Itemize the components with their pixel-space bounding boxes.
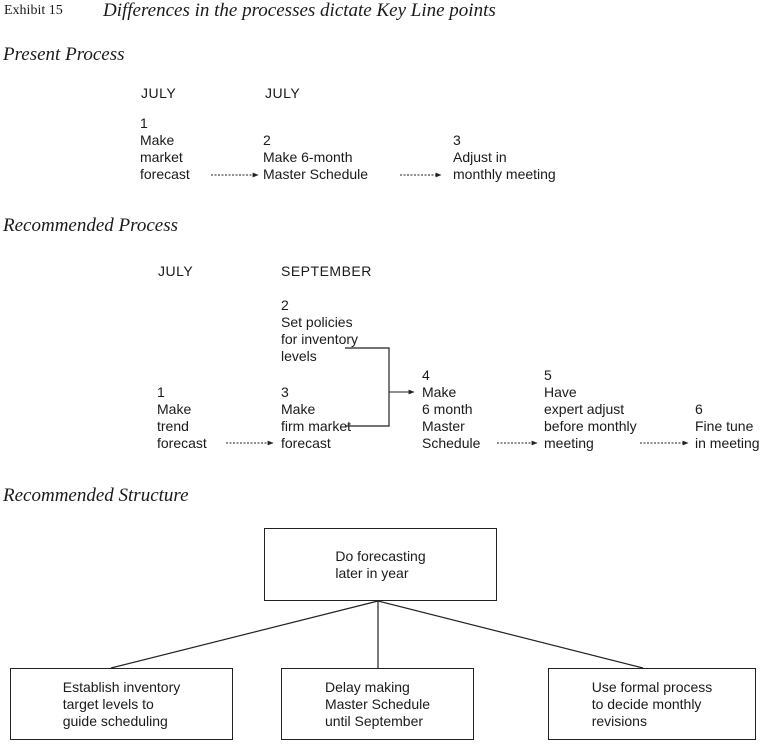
structure-child-box-1-text: Establish inventory target levels to gui…	[62, 678, 181, 729]
recommended-structure-heading: Recommended Structure	[3, 485, 189, 506]
step-number: 4	[422, 367, 430, 383]
recommended-bracket	[345, 347, 390, 427]
tree-line-right	[377, 600, 644, 669]
present-step-2: 2 Make 6-month Master Schedule	[263, 132, 368, 183]
recommended-step-3: 3 Make firm market forecast	[281, 384, 351, 452]
step-text: Make firm market forecast	[281, 401, 351, 451]
step-text: Make market forecast	[140, 132, 190, 182]
step-text: Make 6-month Master Schedule	[263, 149, 369, 182]
exhibit-label: Exhibit 15	[4, 3, 63, 18]
recommended-month-1: JULY	[158, 263, 194, 279]
recommended-month-2: SEPTEMBER	[281, 263, 372, 279]
step-text: Make trend forecast	[157, 401, 207, 451]
tree-line-left	[110, 600, 379, 669]
structure-child-box-3: Use formal process to decide monthly rev…	[548, 668, 756, 740]
step-number: 1	[157, 384, 165, 400]
step-number: 2	[281, 297, 289, 313]
recommended-process-heading: Recommended Process	[3, 215, 178, 236]
step-number: 1	[140, 115, 148, 131]
present-step-3: 3 Adjust in monthly meeting	[453, 132, 556, 183]
structure-top-box-text: Do forecasting later in year	[335, 547, 426, 581]
step-number: 6	[695, 401, 703, 417]
step-number: 3	[453, 132, 461, 148]
step-text: Set policies for inventory levels	[281, 314, 359, 364]
step-text: Fine tune in meeting	[695, 418, 760, 451]
step-number: 5	[544, 367, 552, 383]
present-process-heading: Present Process	[3, 44, 125, 65]
exhibit-title: Differences in the processes dictate Key…	[103, 0, 496, 21]
step-text: Make 6 month Master Schedule	[422, 384, 481, 451]
structure-child-box-1: Establish inventory target levels to gui…	[10, 668, 233, 740]
structure-child-box-2: Delay making Master Schedule until Septe…	[281, 668, 474, 740]
step-number: 2	[263, 132, 271, 148]
structure-child-box-2-text: Delay making Master Schedule until Septe…	[324, 678, 431, 729]
structure-child-box-3-text: Use formal process to decide monthly rev…	[591, 678, 713, 729]
structure-top-box: Do forecasting later in year	[264, 528, 497, 601]
recommended-step-6: 6 Fine tune in meeting	[695, 401, 760, 452]
recommended-step-4: 4 Make 6 month Master Schedule	[422, 367, 480, 452]
step-text: Adjust in monthly meeting	[453, 149, 556, 182]
recommended-step-5: 5 Have expert adjust before monthly meet…	[544, 367, 637, 452]
step-number: 3	[281, 384, 289, 400]
present-month-1: JULY	[141, 85, 177, 101]
recommended-step-2: 2 Set policies for inventory levels	[281, 297, 358, 365]
recommended-step-1: 1 Make trend forecast	[157, 384, 207, 452]
present-month-2: JULY	[265, 85, 301, 101]
step-text: Have expert adjust before monthly meetin…	[544, 384, 637, 451]
present-step-1: 1 Make market forecast	[140, 115, 190, 183]
